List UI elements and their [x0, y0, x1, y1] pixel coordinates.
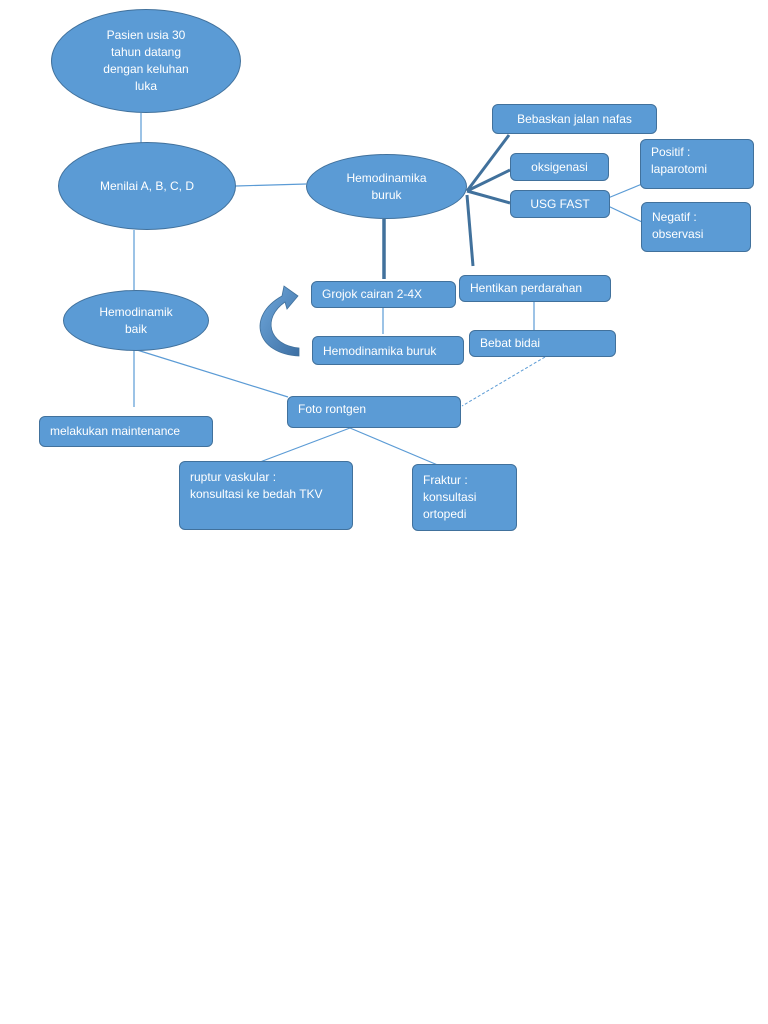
connector-splint-xray	[461, 356, 546, 407]
hemodynamic-bad-label: Hemodinamika buruk	[346, 170, 427, 202]
maintenance-box: melakukan maintenance	[39, 416, 213, 447]
connector-usg-negative	[607, 205, 643, 223]
connector-xray-vascular	[259, 427, 351, 463]
connector-assess-hemobad	[235, 183, 307, 187]
xray-label: Foto rontgen	[298, 402, 367, 416]
connector-xray-fracture	[349, 427, 441, 467]
oxygen-box: oksigenasi	[510, 153, 609, 181]
hemodynamic-good-label: Hemodinamik baik	[99, 304, 173, 336]
connector-hemobad-usg	[466, 189, 511, 205]
start-patient-node: Pasien usia 30 tahun datang dengan keluh…	[51, 9, 241, 113]
hemodynamic-bad-2-label: Hemodinamika buruk	[323, 344, 437, 358]
airway-label: Bebaskan jalan nafas	[517, 111, 632, 126]
assess-abcd-node: Menilai A, B, C, D	[58, 142, 236, 230]
fluid-bolus-label: Grojok cairan 2-4X	[322, 287, 423, 301]
connector-hemobad-airway	[465, 134, 511, 192]
oxygen-label: oksigenasi	[531, 159, 588, 174]
vascular-rupture-box: ruptur vaskular : konsultasi ke bedah TK…	[179, 461, 353, 530]
connector-hemobad-stopbleed	[465, 194, 475, 267]
hemodynamic-bad-2-box: Hemodinamika buruk	[312, 336, 464, 365]
stop-bleeding-label: Hentikan perdarahan	[470, 281, 583, 295]
assess-abcd-label: Menilai A, B, C, D	[99, 178, 195, 193]
connector-usg-positive	[607, 183, 643, 199]
maintenance-label: melakukan maintenance	[50, 424, 181, 438]
splint-label: Bebat bidai	[480, 336, 541, 350]
start-patient-label: Pasien usia 30 tahun datang dengan keluh…	[103, 28, 189, 93]
xray-box: Foto rontgen	[287, 396, 461, 428]
connector-hemogood-xray	[136, 349, 289, 398]
splint-box: Bebat bidai	[469, 330, 616, 357]
usg-fast-label: USG FAST	[530, 196, 590, 211]
airway-box: Bebaskan jalan nafas	[492, 104, 657, 134]
fracture-box: Fraktur : konsultasi ortopedi	[412, 464, 517, 531]
usg-fast-box: USG FAST	[510, 190, 610, 218]
hemodynamic-good-node: Hemodinamik baik	[63, 290, 209, 351]
loop-arrow-icon	[259, 285, 300, 357]
connector-hemobad-oxygen	[466, 168, 511, 193]
positive-laparotomy-box: Positif : laparotomi	[640, 139, 754, 189]
hemodynamic-bad-node: Hemodinamika buruk	[306, 154, 467, 219]
negative-observation-box: Negatif : observasi	[641, 202, 751, 252]
stop-bleeding-box: Hentikan perdarahan	[459, 275, 611, 302]
fluid-bolus-box: Grojok cairan 2-4X	[311, 281, 456, 308]
